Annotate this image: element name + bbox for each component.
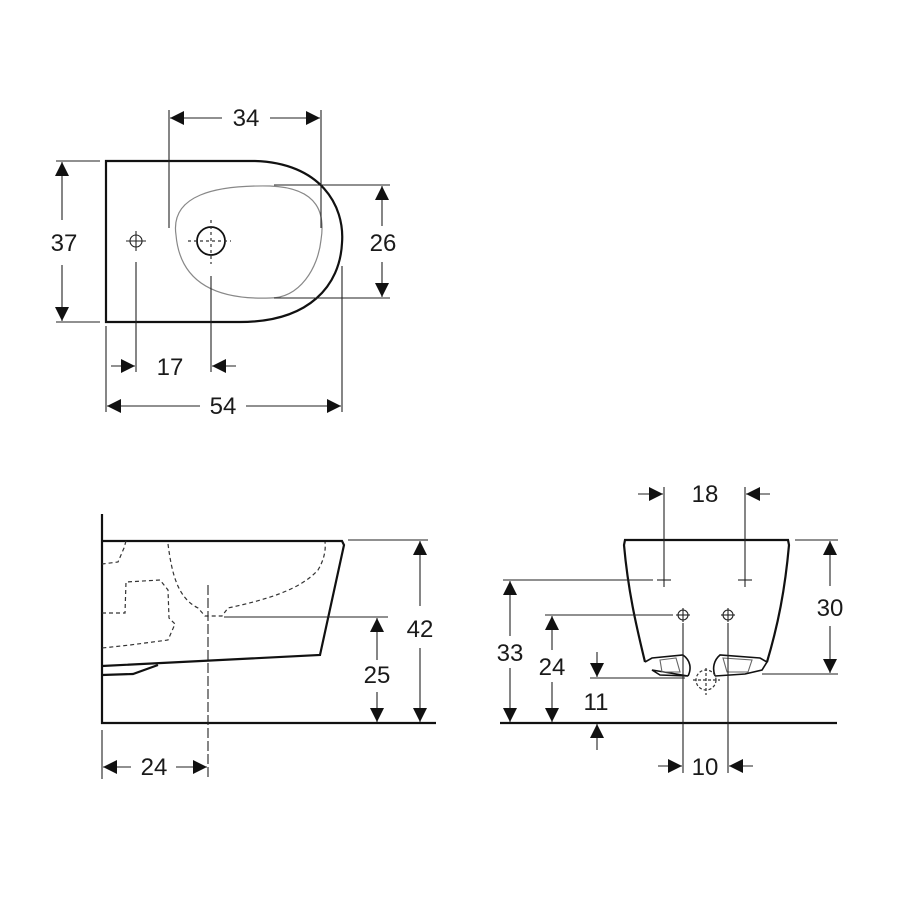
drain-hole-icon: [188, 220, 231, 264]
dim-total-height: 42: [407, 616, 434, 643]
dim-hole-offset: 17: [157, 354, 184, 381]
bidet-body-outline-front: [622, 538, 791, 663]
hidden-inlet-line: [101, 540, 127, 565]
bidet-base-outline: [644, 654, 769, 677]
supply-point-right-icon: [721, 608, 735, 622]
hidden-rim-line: [101, 579, 176, 649]
bidet-body-outline-side: [101, 539, 346, 668]
dim-drain-height: 25: [364, 662, 391, 689]
drain-outlet-icon: [693, 668, 720, 695]
dim-drain-from-wall: 24: [141, 754, 168, 781]
dim-body-height: 30: [817, 595, 844, 622]
dim-supply-height: 24: [539, 654, 566, 681]
fixing-point-right-icon: [738, 573, 752, 587]
dim-base-clearance: 11: [584, 689, 609, 716]
dim-overall-length: 54: [210, 393, 237, 420]
bidet-body-outline-top: [104, 159, 344, 324]
dim-overall-depth: 37: [51, 230, 78, 257]
bidet-foot-outline: [101, 663, 159, 677]
hidden-bowl-line: [167, 541, 326, 617]
supply-point-left-icon: [676, 608, 690, 622]
dim-supply-spacing: 10: [692, 754, 719, 781]
dim-fixing-spacing: 18: [692, 481, 719, 508]
top-view: 34 37 26 17 54: [51, 105, 397, 420]
front-view: 18 30 33 24 11 10: [497, 481, 844, 781]
dim-bowl-depth: 26: [370, 230, 397, 257]
side-view: 42 25 24: [100, 514, 436, 781]
fixing-point-left-icon: [657, 573, 671, 587]
bowl-outline: [174, 185, 323, 299]
dim-fixing-height: 33: [497, 640, 524, 667]
tap-hole-icon: [126, 231, 146, 251]
dim-bowl-width: 34: [233, 105, 260, 132]
